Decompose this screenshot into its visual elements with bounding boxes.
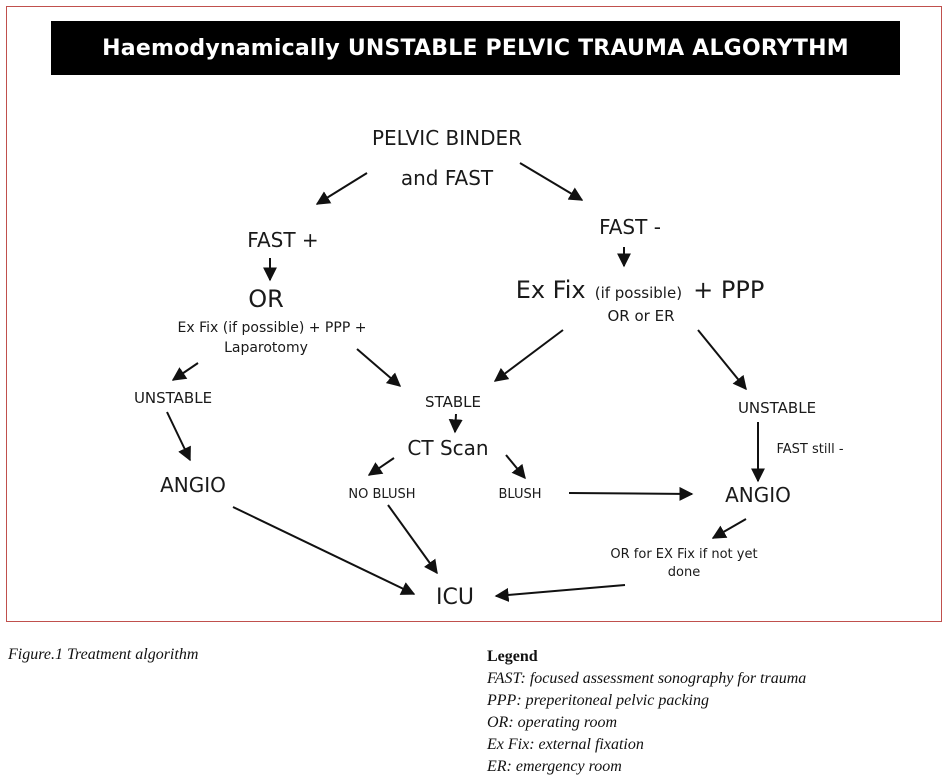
arrow-stable-to-ct <box>448 413 463 434</box>
exfix-main: Ex Fix <box>516 276 586 304</box>
legend-item: PPP: preperitoneal pelvic packing <box>487 692 709 709</box>
node-fast-still-negative: FAST still - <box>776 442 843 457</box>
arrow-start-to-fast-pos <box>315 172 368 205</box>
title-banner: Haemodynamically UNSTABLE PELVIC TRAUMA … <box>51 21 900 75</box>
node-angio-right: ANGIO <box>725 483 791 507</box>
node-unstable-left: UNSTABLE <box>134 389 212 407</box>
figure-frame <box>6 6 942 622</box>
node-or-exfix-line2: done <box>668 565 700 580</box>
arrow-angio-to-or-exfix <box>711 518 747 539</box>
node-fast-positive: FAST + <box>247 228 318 252</box>
node-or-left-laparotomy: Laparotomy <box>224 340 308 356</box>
arrow-start-to-fast-neg <box>519 162 584 201</box>
arrow-blush-to-angio <box>568 486 694 501</box>
node-no-blush: NO BLUSH <box>348 487 415 502</box>
node-pelvic-binder: PELVIC BINDER <box>372 126 522 150</box>
node-or-exfix-line1: OR for EX Fix if not yet <box>610 547 757 562</box>
node-unstable-right: UNSTABLE <box>738 399 816 417</box>
legend: Legend FAST: focused assessment sonograp… <box>487 646 806 778</box>
node-and-fast: and FAST <box>401 166 494 190</box>
arrow-or-to-stable <box>356 348 402 387</box>
node-exfix-right: Ex Fix (if possible) + PPP <box>516 276 765 304</box>
arrow-ct-to-blush <box>505 454 526 480</box>
legend-title: Legend <box>487 648 538 665</box>
node-ct-scan: CT Scan <box>407 436 488 460</box>
node-angio-left: ANGIO <box>160 473 226 497</box>
node-or-left: OR <box>248 285 284 313</box>
node-blush: BLUSH <box>498 487 541 502</box>
node-or-left-procedures: Ex Fix (if possible) + PPP + <box>178 320 367 336</box>
arrow-or-exfix-to-icu <box>494 584 626 602</box>
exfix-paren: (if possible) <box>595 284 682 302</box>
legend-item: OR: operating room <box>487 714 618 731</box>
arrow-exfix-to-unstable <box>697 329 747 391</box>
figure-caption: Figure.1 Treatment algorithm <box>8 646 199 663</box>
exfix-ppp: + PPP <box>693 276 764 304</box>
arrow-or-to-unstable <box>171 362 199 381</box>
node-icu: ICU <box>436 585 474 610</box>
node-or-or-er: OR or ER <box>607 307 674 325</box>
node-stable: STABLE <box>425 393 481 411</box>
arrow-ct-to-no-blush <box>367 457 395 476</box>
legend-item: FAST: focused assessment sonography for … <box>487 670 807 687</box>
node-fast-negative: FAST - <box>599 215 661 239</box>
arrow-angio-left-to-icu <box>232 506 416 595</box>
legend-item: Ex Fix: external fixation <box>487 736 644 753</box>
diagram-title: Haemodynamically UNSTABLE PELVIC TRAUMA … <box>102 35 849 61</box>
arrow-no-blush-to-icu <box>387 504 438 575</box>
legend-item: ER: emergency room <box>487 758 622 775</box>
arrow-exfix-to-stable <box>493 329 564 382</box>
arrow-unstable-to-angio-left <box>166 411 191 462</box>
